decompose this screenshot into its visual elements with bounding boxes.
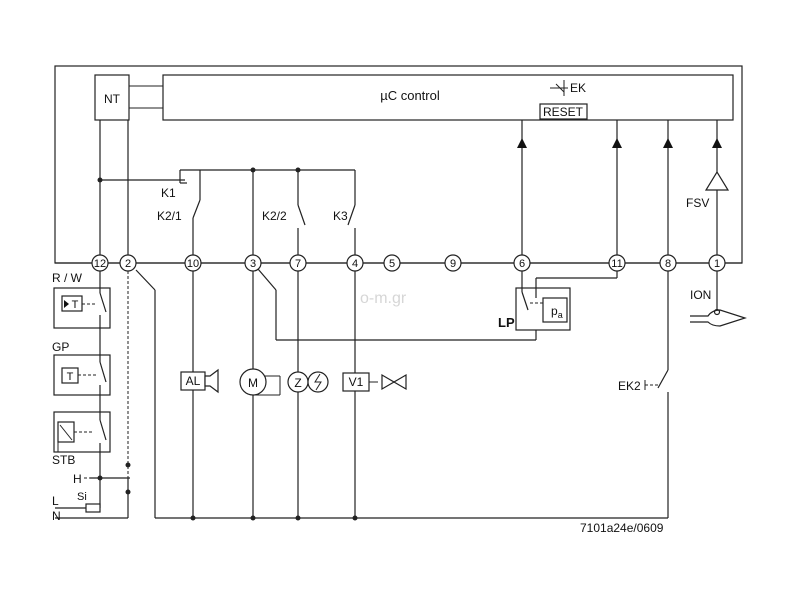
svg-text:1: 1 [714,258,720,270]
signal-arrows [517,120,722,255]
ek-reset-symbol [550,80,568,96]
svg-text:11: 11 [611,258,622,270]
terminal-1: 1 [708,254,726,272]
l-label: L [52,494,59,508]
h-label: H [73,472,82,486]
drawing-code: 7101a24e/0609 [580,521,664,535]
k1-label: K1 [161,186,176,200]
terminal-12: 12 [91,254,109,272]
z-label: Z [294,376,301,390]
svg-text:2: 2 [125,258,131,270]
n-label: N [52,509,61,523]
k21-label: K2/1 [157,209,182,223]
pa-sensor [542,297,568,323]
terminal-10: 10 [184,254,202,272]
watermark: o-m.gr [360,290,407,307]
lp-label: LP [498,315,515,330]
k3-label: K3 [333,209,348,223]
svg-text:8: 8 [665,258,671,270]
reset-label: RESET [543,105,584,119]
pa-label: pa [551,304,563,320]
svg-text:12: 12 [94,258,106,270]
uc-control-block [162,74,734,121]
svg-text:5: 5 [389,258,395,270]
gp-device [53,354,111,396]
terminal-2: 2 [119,254,137,272]
gp-t-label: T [67,371,74,383]
terminal-7: 7 [289,254,307,272]
k3-contact [347,170,356,255]
svg-text:10: 10 [187,258,199,270]
nt-block [94,74,130,121]
reset-button [539,103,588,120]
al-label: AL [186,374,201,388]
rw-label: R / W [52,271,83,285]
stb-label: STB [52,453,75,467]
svg-text:7: 7 [295,258,301,270]
terminal-5: 5 [383,254,401,272]
svg-text:6: 6 [519,258,525,270]
terminal-4: 4 [346,254,364,272]
gp-label: GP [52,340,69,354]
terminal-9: 9 [444,254,462,272]
ion-label: ION [690,288,711,302]
si-label: Si [77,491,87,503]
svg-text:9: 9 [450,258,456,270]
terminal-3: 3 [244,254,262,272]
fsv-amplifier [704,170,730,255]
k22-label: K2/2 [262,209,287,223]
fuse-si [85,503,101,513]
svg-text:3: 3 [250,258,256,270]
ek2-label: EK2 [618,379,641,393]
k1-k21-contact [179,170,201,255]
rw-t-label: T [72,299,79,311]
m-label: M [248,376,258,390]
fsv-label: FSV [686,196,709,210]
k22-contact [297,170,306,255]
terminal-6: 6 [513,254,531,272]
v1-label: V1 [349,375,364,389]
uc-control-label: µC control [380,88,440,103]
ion-electrode [690,309,747,327]
nt-label: NT [104,92,121,106]
svg-text:4: 4 [352,258,358,270]
terminal-8: 8 [659,254,677,272]
ek-label: EK [570,81,586,95]
terminal-11: 11 [608,254,626,272]
